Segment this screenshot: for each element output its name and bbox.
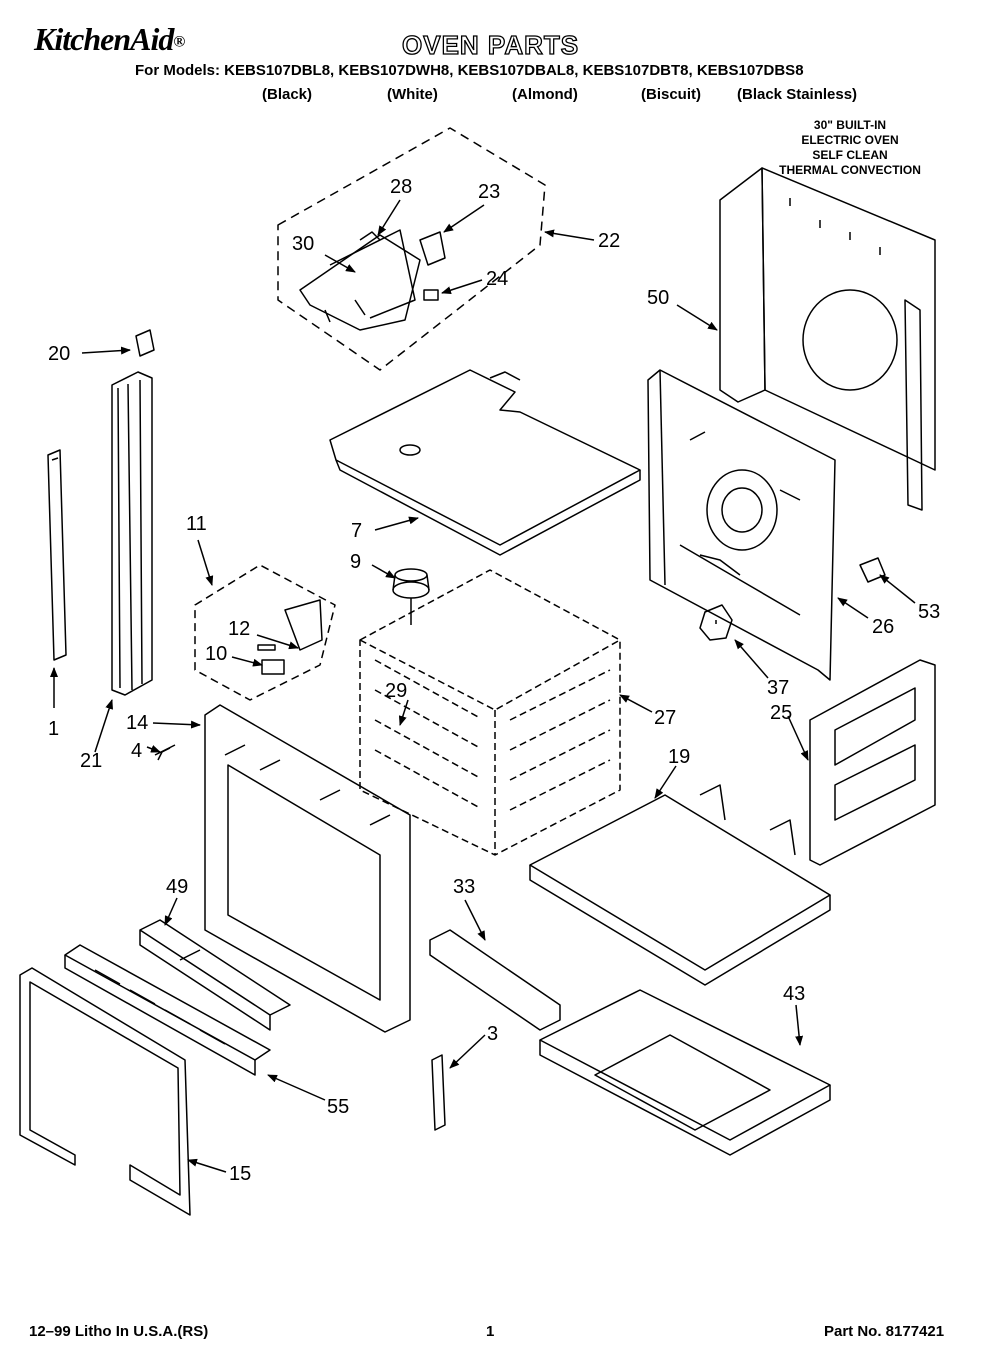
callout-label: 22 — [598, 230, 620, 252]
bracket-part — [859, 557, 886, 583]
callout-label: 26 — [872, 616, 894, 638]
fan-motor-part — [392, 568, 430, 625]
page-title: OVEN PARTS — [401, 30, 580, 60]
callout-label: 23 — [478, 181, 500, 203]
callout-label: 4 — [131, 740, 142, 762]
fan-housing-panel-part — [647, 369, 836, 681]
callout-label: 55 — [327, 1096, 349, 1118]
bottom-panel-part — [529, 784, 831, 986]
control-bracket-assembly-part — [277, 127, 546, 371]
callout-label: 37 — [767, 677, 789, 699]
litho-note: 12–99 Litho In U.S.A.(RS) — [29, 1323, 209, 1340]
color-label-black: (Black) — [262, 86, 313, 103]
callout-label: 7 — [351, 520, 362, 542]
description-line: SELF CLEAN — [812, 148, 888, 162]
color-label-white: (White) — [387, 86, 438, 103]
color-label-biscuit: (Biscuit) — [641, 86, 701, 103]
callout-label: 19 — [668, 746, 690, 768]
callout-label: 3 — [487, 1023, 498, 1045]
trim-strip-part — [47, 449, 67, 661]
description-line: 30" BUILT-IN — [813, 118, 887, 132]
light-assembly-part — [194, 564, 336, 701]
description-line: THERMAL CONVECTION — [779, 163, 921, 177]
callout-label: 29 — [385, 680, 407, 702]
models-line: For Models: KEBS107DBL8, KEBS107DWH8, KE… — [135, 62, 804, 79]
registered-mark: ® — [173, 33, 185, 51]
callout-label: 15 — [229, 1163, 251, 1185]
description-line: ELECTRIC OVEN — [801, 133, 899, 147]
callout-label: 50 — [647, 287, 669, 309]
brand-logo: KitchenAid® — [34, 21, 185, 60]
callout-label: 49 — [166, 876, 188, 898]
callout-label: 33 — [453, 876, 475, 898]
back-panel-part — [719, 167, 936, 511]
callout-label: 27 — [654, 707, 676, 729]
brand-name: KitchenAid — [34, 21, 174, 57]
callout-label: 14 — [126, 712, 148, 734]
oven-cavity-part — [359, 569, 621, 856]
leader-lines — [50, 199, 916, 1173]
product-description: 30" BUILT-IN ELECTRIC OVEN SELF CLEAN TH… — [750, 118, 950, 178]
callout-label: 11 — [186, 513, 207, 535]
part-number: Part No. 8177421 — [824, 1323, 945, 1340]
screw-part — [154, 744, 176, 761]
callout-label: 9 — [350, 551, 361, 573]
hinge-bracket-part — [431, 1054, 446, 1131]
callout-label: 24 — [486, 268, 508, 290]
callout-label: 28 — [390, 176, 412, 198]
callout-label: 30 — [292, 233, 314, 255]
side-panel-part — [809, 659, 936, 866]
callout-label: 43 — [783, 983, 805, 1005]
front-frame-part — [204, 704, 411, 1033]
door-gasket-part — [19, 967, 191, 1216]
callout-label: 1 — [48, 718, 59, 740]
callout-label: 20 — [48, 343, 70, 365]
callout-label: 10 — [205, 643, 227, 665]
callout-label: 21 — [80, 750, 102, 772]
rail-part — [429, 929, 561, 1031]
callout-label: 25 — [770, 702, 792, 724]
side-trim-part — [111, 371, 153, 696]
color-label-almond: (Almond) — [512, 86, 578, 103]
callout-label: 53 — [918, 601, 940, 623]
bottom-pan-part — [539, 989, 831, 1156]
callout-numbers: 28 23 30 22 24 20 50 7 11 9 12 10 53 26 … — [48, 176, 940, 1185]
top-panel-part — [329, 369, 641, 556]
callout-label: 12 — [228, 618, 250, 640]
vent-grille-part — [64, 944, 271, 1076]
thermal-fuse-part — [699, 604, 733, 641]
page-number: 1 — [486, 1323, 495, 1340]
color-label-black-stainless: (Black Stainless) — [737, 86, 858, 103]
clip-part — [135, 329, 155, 357]
vent-channel-part — [139, 919, 291, 1031]
